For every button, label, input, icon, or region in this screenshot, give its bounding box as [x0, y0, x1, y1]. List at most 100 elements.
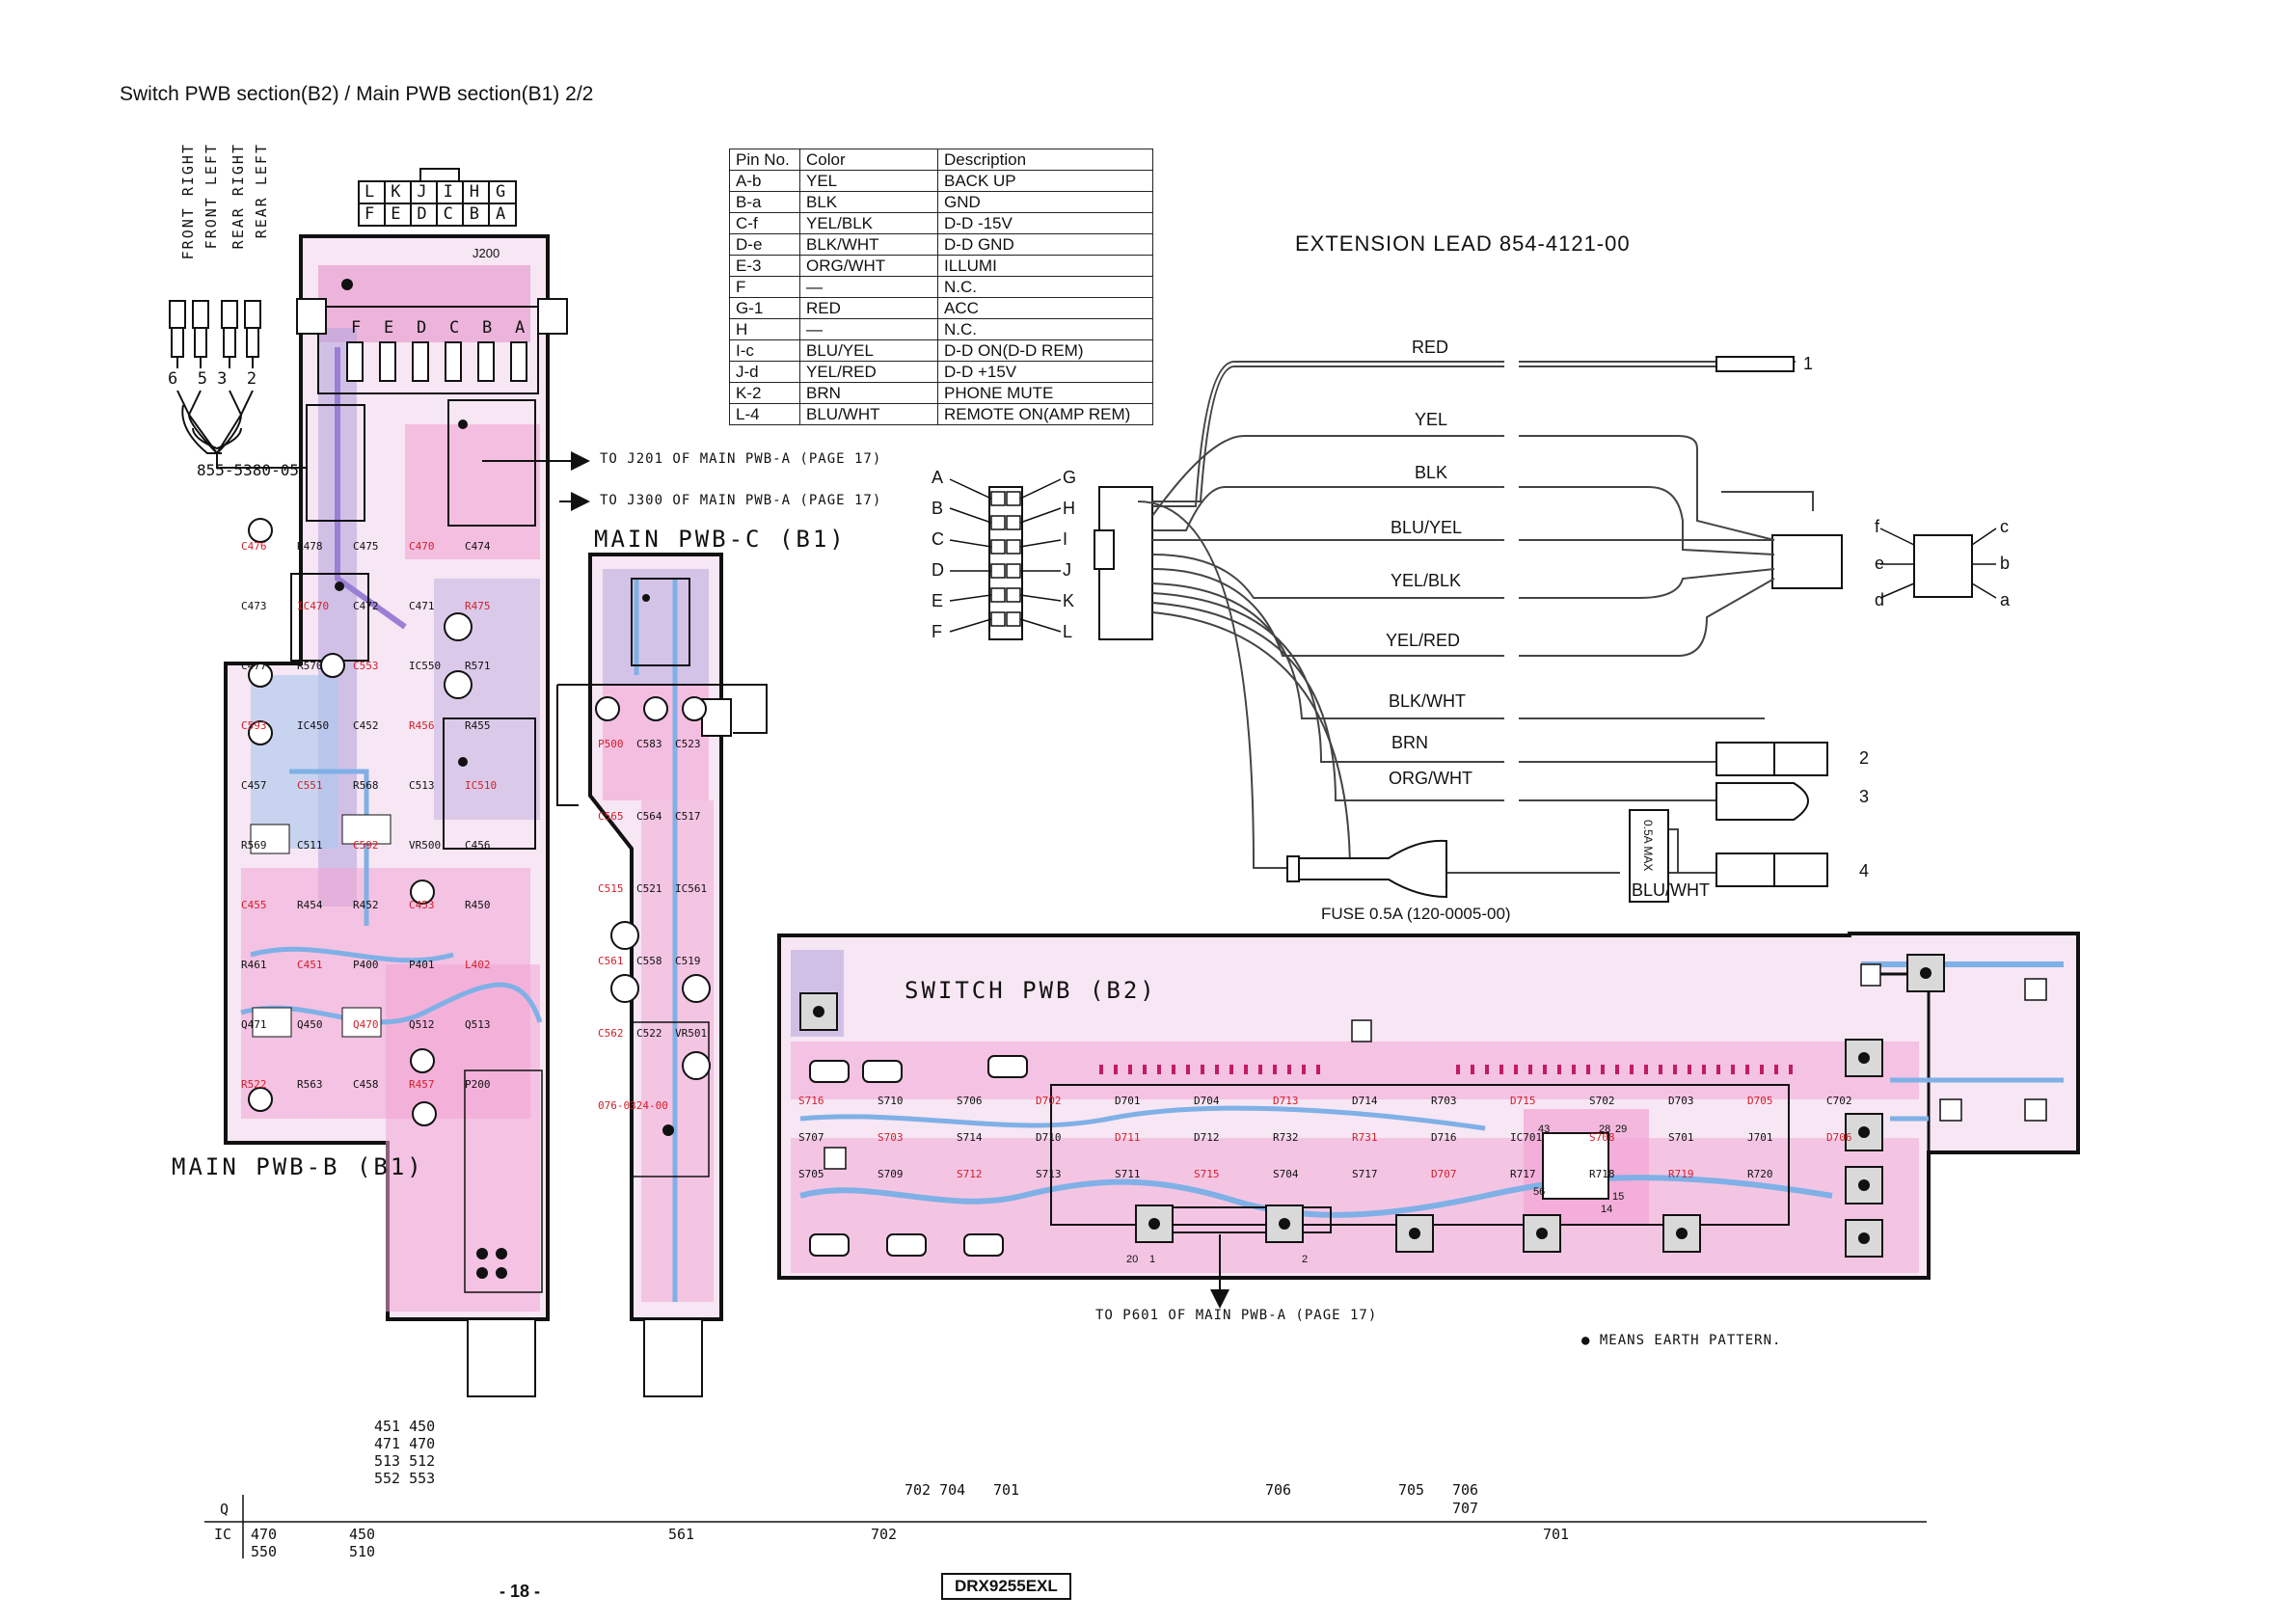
q-ref: 451 450 [374, 1418, 436, 1435]
component-label: C474 [465, 540, 491, 553]
q-ref: 702 704 [905, 1481, 966, 1499]
component-label: R703 [1431, 1095, 1457, 1107]
pin-table-cell: L-4 [729, 403, 800, 425]
switch-pin-number: 28 [1599, 1123, 1611, 1135]
component-label: J701 [1747, 1131, 1773, 1144]
rca-label-rear-left: REAR LEFT [253, 143, 270, 239]
pin-table-cell: K-2 [729, 382, 800, 404]
component-label: R563 [297, 1078, 323, 1091]
component-label: D701 [1115, 1095, 1141, 1107]
component-label: P401 [409, 959, 435, 971]
j200-letter: J [417, 182, 427, 202]
pin-table-cell: Pin No. [729, 149, 800, 171]
component-label: D716 [1431, 1131, 1457, 1144]
pin-table-cell: BACK UP [937, 170, 1153, 192]
component-label: Q470 [353, 1018, 379, 1031]
component-label: C523 [675, 738, 701, 750]
component-label: P500 [598, 738, 624, 750]
connector-pin-label: f [1875, 517, 1880, 536]
earth-note: ● MEANS EARTH PATTERN. [1581, 1333, 1782, 1348]
ic-ref: 470 [251, 1526, 278, 1543]
component-label: C517 [675, 810, 701, 823]
rca-numbers: 6 5 3 2 [168, 369, 257, 389]
j200-letter: G [496, 182, 506, 202]
wire-label: BLK [1415, 463, 1448, 482]
connector-pin-label: B [932, 499, 944, 518]
component-label: C551 [297, 779, 323, 792]
component-label: P400 [353, 959, 379, 971]
switch-pin-number: 15 [1612, 1191, 1625, 1203]
connector-pin-label: H [1063, 499, 1075, 518]
component-label: R454 [297, 899, 323, 911]
component-label: IC561 [675, 882, 708, 895]
component-label: R457 [409, 1078, 435, 1091]
wire-label: ORG/WHT [1389, 769, 1472, 788]
ic-ref: 702 [871, 1526, 898, 1543]
component-label: Q513 [465, 1018, 491, 1031]
component-label: C456 [465, 839, 491, 852]
terminals [1715, 356, 1828, 887]
component-label: C521 [636, 882, 662, 895]
component-label: C470 [409, 540, 435, 553]
component-label: C702 [1826, 1095, 1852, 1107]
wire-label: YEL [1415, 410, 1448, 429]
rca-plugs [169, 300, 307, 469]
wire-label: RED [1412, 338, 1449, 357]
component-label: IC701 [1510, 1131, 1543, 1144]
component-label: R478 [297, 540, 323, 553]
component-label: R450 [465, 899, 491, 911]
j200-letter: C [443, 204, 453, 224]
j200-letter: D [417, 204, 427, 224]
q-ref: 471 470 [374, 1435, 436, 1452]
component-label: C519 [675, 955, 701, 967]
pin-table-cell: D-D ON(D-D REM) [937, 339, 1153, 362]
connector-12-pin [990, 491, 1021, 627]
component-label: S717 [1352, 1168, 1378, 1180]
ic-ref: 450 [349, 1526, 376, 1543]
switch-pin-number: 43 [1538, 1123, 1551, 1135]
component-label: IC550 [409, 660, 442, 672]
component-label: R569 [241, 839, 267, 852]
q-ref-707: 707 [1452, 1500, 1479, 1517]
switch-pin-number: 56 [1533, 1186, 1546, 1198]
j200-name: J200 [473, 246, 500, 260]
component-label: C455 [241, 899, 267, 911]
component-label: VR501 [675, 1027, 708, 1040]
ic-ref: 510 [349, 1543, 376, 1560]
wire-label: YEL/BLK [1391, 571, 1462, 590]
component-label: C453 [409, 899, 435, 911]
terminal-number: 3 [1859, 787, 1870, 806]
component-label: S710 [878, 1095, 904, 1107]
connector-pin-label: D [932, 560, 944, 580]
j200-letter: L [365, 182, 375, 202]
q-ref: 706 [1265, 1481, 1292, 1499]
component-label: S704 [1273, 1168, 1299, 1180]
wire-label: BLU/YEL [1391, 518, 1463, 537]
connector-pin-label: b [2000, 554, 2011, 573]
fuse-label: FUSE 0.5A (120-0005-00) [1321, 905, 1511, 923]
connector-pin-label: J [1063, 560, 1071, 580]
component-label: R452 [353, 899, 379, 911]
extension-lead-wiring [988, 361, 1973, 874]
component-label: D706 [1826, 1131, 1852, 1144]
j200-letter: D [417, 318, 427, 338]
arrow-label-p601: TO P601 OF MAIN PWB-A (PAGE 17) [1095, 1308, 1378, 1323]
component-label: IC470 [297, 600, 330, 612]
pin-table-cell: REMOTE ON(AMP REM) [937, 403, 1153, 425]
component-label: D712 [1194, 1131, 1220, 1144]
rca-label-front-left: FRONT LEFT [203, 143, 220, 250]
component-label: C583 [636, 738, 662, 750]
component-label: R731 [1352, 1131, 1378, 1144]
component-label: C513 [409, 779, 435, 792]
connector-pin-label: e [1875, 554, 1885, 573]
component-label: S703 [878, 1131, 904, 1144]
component-label: C451 [297, 959, 323, 971]
component-label: S714 [957, 1131, 983, 1144]
pin-table-cell: BLU/WHT [799, 403, 938, 425]
component-label: L402 [465, 959, 491, 971]
switch-pin-number: 2 [1302, 1254, 1309, 1265]
switch-pin-number: 1 [1149, 1254, 1156, 1265]
